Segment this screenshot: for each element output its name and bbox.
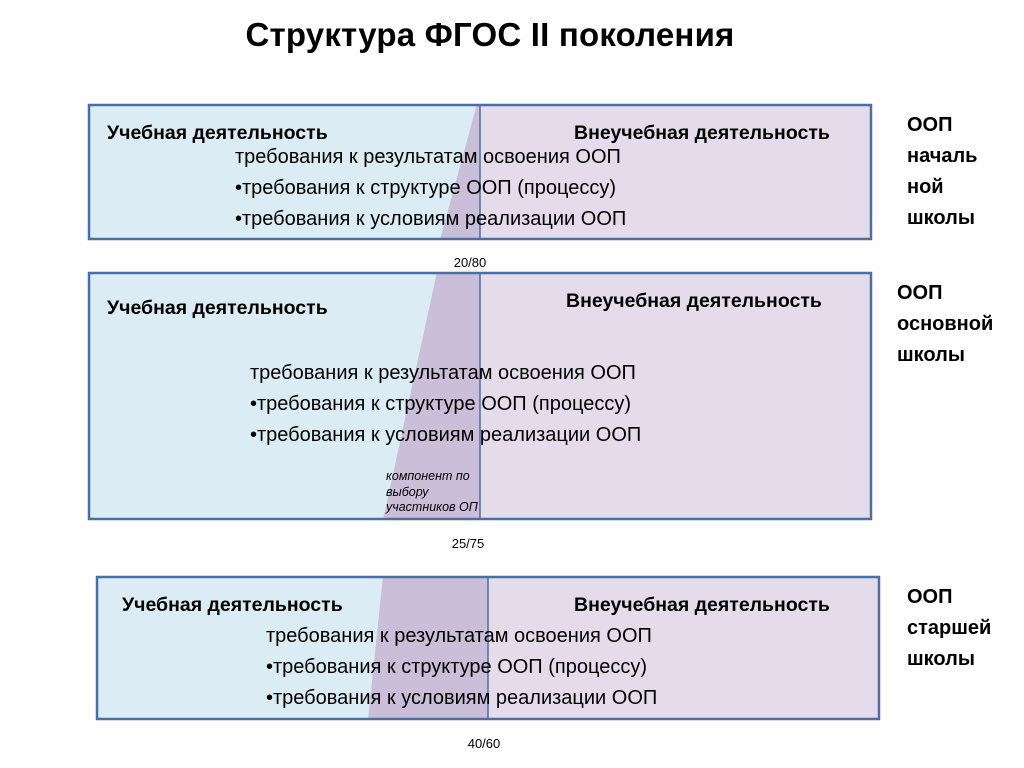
learning-label: Учебная деятельность <box>107 297 328 319</box>
wedge-area <box>440 104 480 240</box>
elective-component-note: компонент по выбору участников ОП <box>386 469 478 516</box>
requirement-structure: •требования к структуре ООП (процессу) <box>266 656 647 678</box>
extra-label: Внеучебная деятельность <box>574 594 830 616</box>
ratio-label: 20/80 <box>453 255 487 270</box>
requirement-structure: •требования к структуре ООП (процессу) <box>235 177 616 199</box>
side-label-line: старшей <box>907 617 992 639</box>
wedge-area <box>383 272 480 520</box>
note-line: участников ОП <box>386 500 478 514</box>
block-background <box>87 103 873 241</box>
requirements-list: требования к результатам освоения ООП •т… <box>266 621 657 714</box>
requirement-results: требования к результатам освоения ООП <box>235 146 621 168</box>
extra-area <box>480 272 872 520</box>
side-label-line: школы <box>907 648 975 670</box>
requirement-conditions: •требования к условиям реализации ООП <box>235 208 627 230</box>
block-border <box>95 575 881 721</box>
wedge-area <box>368 576 488 720</box>
extra-area <box>480 104 872 240</box>
ratio-label: 40/60 <box>467 736 501 751</box>
block-border <box>87 103 873 241</box>
side-label-line: школы <box>907 207 975 229</box>
ratio-label: 25/75 <box>451 536 485 551</box>
side-label-line: основной <box>897 313 994 335</box>
requirements-list: требования к результатам освоения ООП •т… <box>250 358 641 451</box>
note-line: выбору <box>386 484 429 499</box>
extra-area <box>488 576 880 720</box>
requirement-results: требования к результатам освоения ООП <box>250 362 636 384</box>
requirement-conditions: •требования к условиям реализации ООП <box>250 424 642 446</box>
side-label-high: ООП старшей школы <box>907 582 991 675</box>
side-label-line: ООП <box>897 282 943 304</box>
note-line: компонент по <box>386 469 470 483</box>
learning-label: Учебная деятельность <box>107 122 328 144</box>
extra-label: Внеучебная деятельность <box>566 290 822 312</box>
learning-label: Учебная деятельность <box>122 594 343 616</box>
page-title: Структура ФГОС II поколения <box>245 16 735 53</box>
requirement-conditions: •требования к условиям реализации ООП <box>266 687 658 709</box>
block-background <box>87 271 873 521</box>
extra-label: Внеучебная деятельность <box>574 122 830 144</box>
side-label-basic: ООП основной школы <box>897 278 993 371</box>
requirements-list: требования к результатам освоения ООП •т… <box>235 142 626 235</box>
learning-area <box>88 104 480 240</box>
side-label-line: ООП <box>907 114 953 136</box>
block-background <box>95 575 881 721</box>
side-label-line: школы <box>897 344 965 366</box>
block-high-school: Учебная деятельность Внеучебная деятельн… <box>95 575 881 721</box>
block-basic-school: Учебная деятельность Внеучебная деятельн… <box>87 271 873 521</box>
side-label-primary: ООП началь ной школы <box>907 110 977 234</box>
requirement-structure: •требования к структуре ООП (процессу) <box>250 393 631 415</box>
block-primary-school: Учебная деятельность Внеучебная деятельн… <box>87 103 873 241</box>
side-label-line: ООП <box>907 586 953 608</box>
requirement-results: требования к результатам освоения ООП <box>266 625 652 647</box>
block-border <box>87 271 873 521</box>
side-label-line: началь <box>907 145 978 167</box>
side-label-line: ной <box>907 176 944 198</box>
